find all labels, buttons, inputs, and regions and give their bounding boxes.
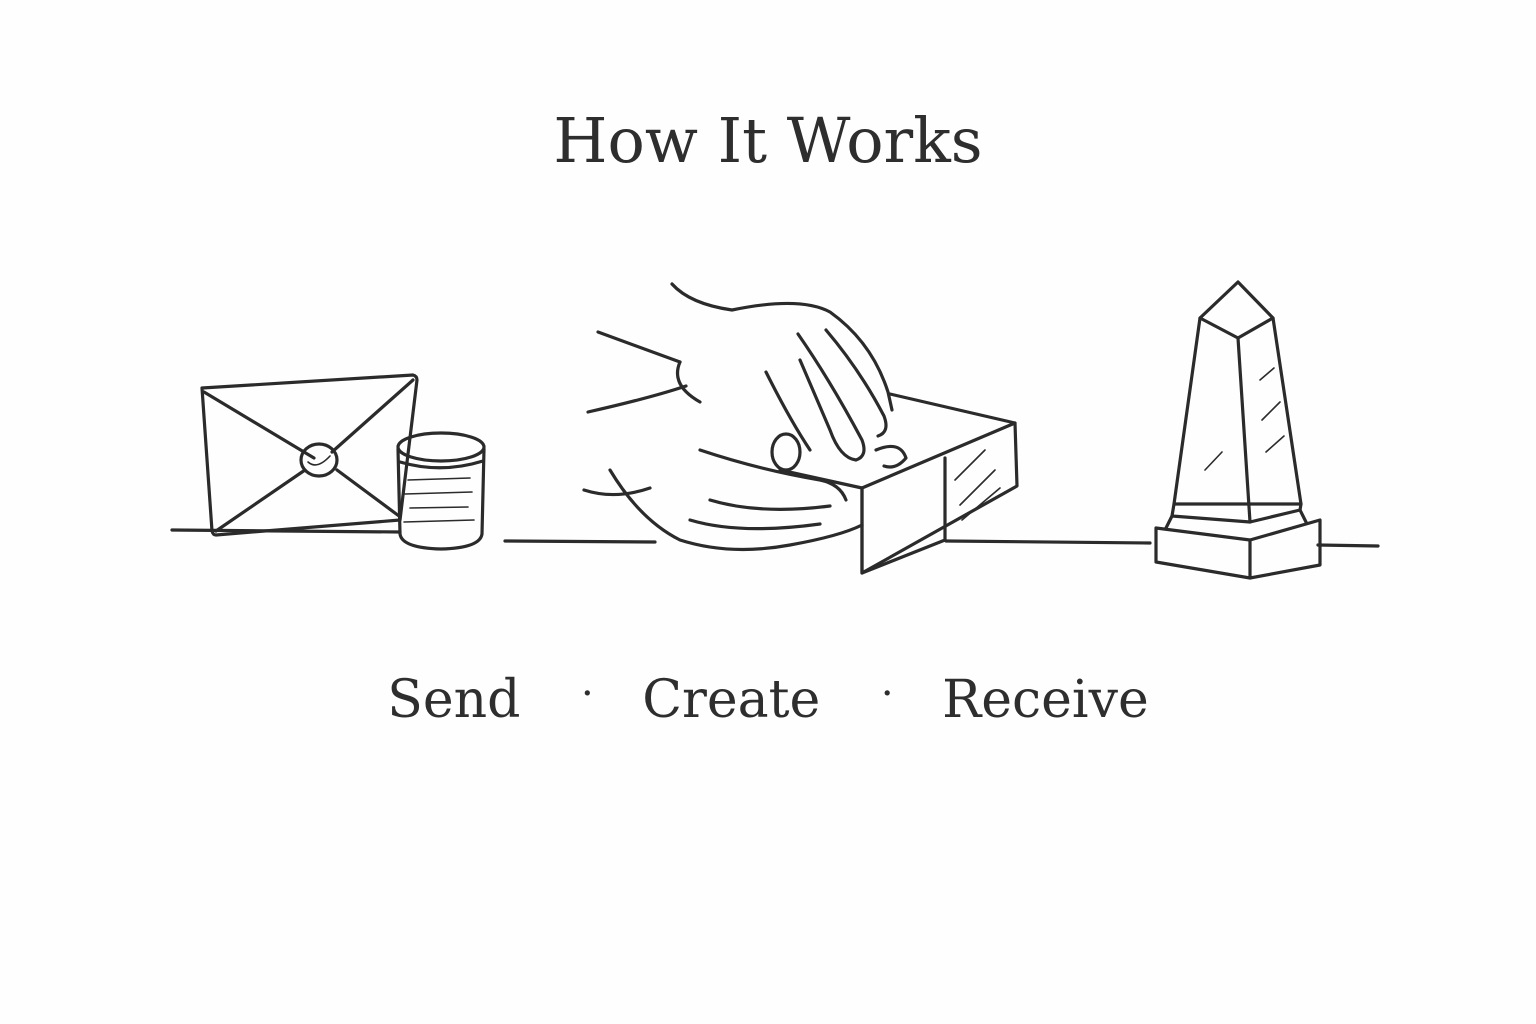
step-separator: ·	[580, 670, 594, 717]
page-title: How It Works	[553, 104, 983, 177]
step-create: Create	[642, 669, 821, 730]
obelisk-icon	[1154, 280, 1322, 580]
envelope-icon	[200, 373, 419, 537]
wax-jar-icon	[396, 431, 486, 551]
step-separator: ·	[880, 670, 894, 717]
step-receive: Receive	[942, 669, 1149, 730]
steps-row: Send · Create · Receive	[0, 664, 1536, 732]
ground-line	[170, 528, 1380, 548]
step-send: Send	[387, 669, 521, 730]
hand-box-icon	[582, 282, 1019, 575]
